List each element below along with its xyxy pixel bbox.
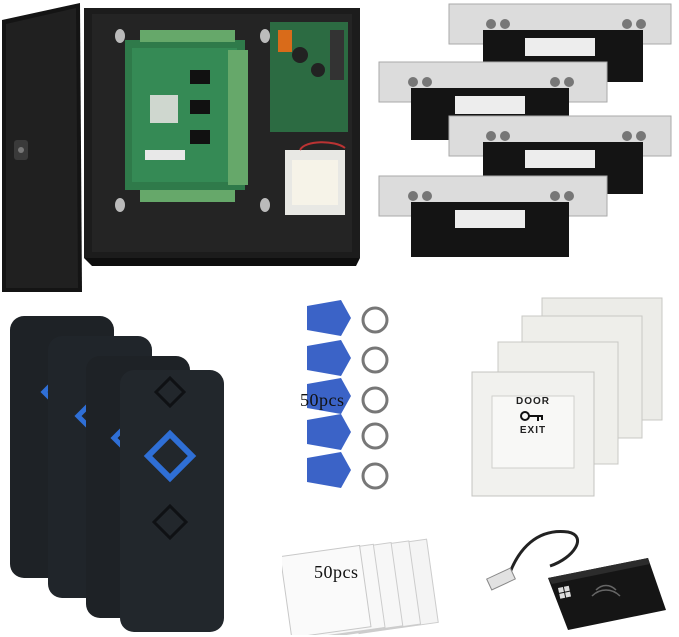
fob-quantity-label: 50pcs (300, 390, 345, 410)
rfid-key-fobs (307, 300, 389, 490)
strike-lock (448, 3, 672, 82)
key-fob (307, 300, 389, 336)
exit-button-face: DOOR EXIT (492, 396, 574, 436)
control-cabinet (2, 3, 360, 292)
key-fob (307, 414, 389, 450)
exit-button-top-text: DOOR (516, 396, 550, 407)
card-reader (120, 370, 224, 632)
key-fob (307, 340, 389, 376)
rfid-cards (282, 538, 439, 635)
key-fob (307, 378, 389, 414)
key-icon (492, 407, 574, 425)
exit-button-bottom-text: EXIT (519, 425, 547, 436)
rfid-readers (10, 316, 224, 632)
strike-lock (378, 175, 608, 257)
card-quantity-label: 50pcs (314, 562, 359, 582)
electric-strike-locks (378, 3, 672, 257)
windows-logo-icon (558, 585, 572, 599)
exit-buttons (471, 297, 663, 497)
key-fob (307, 452, 389, 490)
usb-card-reader (486, 530, 666, 630)
